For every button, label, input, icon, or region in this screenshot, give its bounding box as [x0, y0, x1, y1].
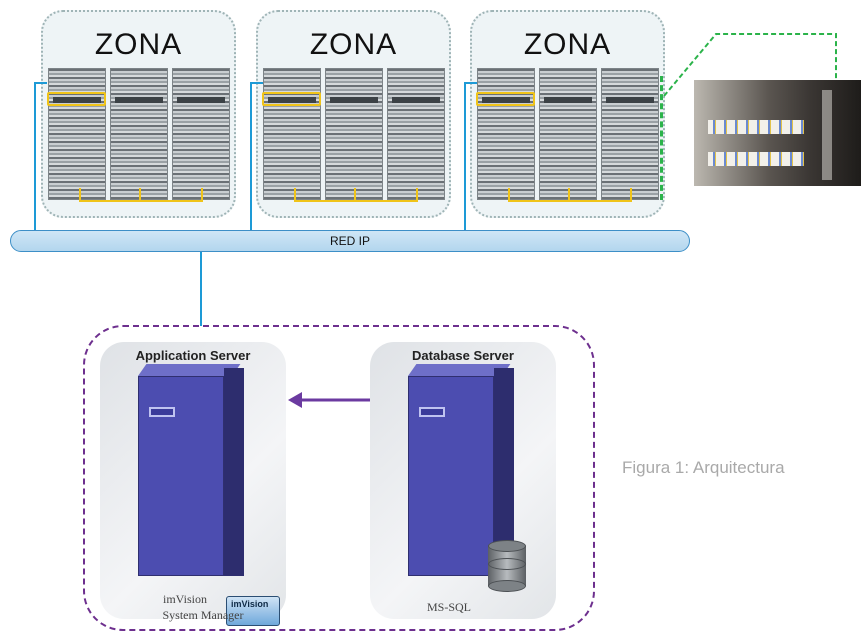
server-rack	[477, 68, 535, 200]
patch-panel-highlight	[476, 92, 535, 106]
rack-interconnect	[139, 188, 141, 200]
patch-panel-highlight	[47, 92, 106, 106]
figure-caption: Figura 1: Arquitectura	[622, 458, 785, 477]
rack-interconnect	[294, 188, 418, 202]
database-server-title: Database Server	[412, 348, 514, 363]
app-product-line1: imVision	[163, 592, 207, 606]
rack-highlight-green	[660, 76, 666, 200]
zone-1-uplink-h	[34, 82, 47, 84]
database-icon-bottom	[488, 580, 526, 592]
server-rack	[601, 68, 659, 200]
server-rack	[110, 68, 168, 200]
management-server-group	[83, 325, 595, 631]
server-rack	[387, 68, 445, 200]
db-tower-side	[494, 368, 514, 576]
ip-network-bus: RED IP	[10, 230, 690, 252]
server-uplink	[200, 252, 202, 326]
rack-interconnect	[568, 188, 570, 200]
zone-title: ZONA	[94, 28, 183, 61]
zone-2-uplink-h	[250, 82, 263, 84]
rack-interconnect	[354, 188, 356, 200]
zone-title: ZONA	[309, 28, 398, 61]
zone-1: ZONA	[41, 10, 236, 218]
app-tower-side	[224, 368, 244, 576]
app-product-line2: System Manager	[162, 608, 244, 622]
patch-panel-row	[708, 120, 804, 134]
imvision-logo: imVision	[226, 596, 280, 626]
zone-1-uplink	[34, 82, 36, 232]
photo-cable-strip	[822, 90, 832, 180]
server-rack	[48, 68, 106, 200]
drive-slot-icon	[149, 407, 175, 417]
imvision-logo-text: imVision	[231, 599, 269, 609]
app-tower-icon	[138, 376, 224, 576]
server-rack	[325, 68, 383, 200]
patch-panel-highlight	[262, 92, 321, 106]
network-label: RED IP	[329, 234, 370, 248]
zone-3: ZONA	[470, 10, 665, 218]
patch-panel-row	[708, 152, 804, 166]
rack-interconnect	[508, 188, 632, 202]
db-tower-icon	[408, 376, 494, 576]
server-rack	[263, 68, 321, 200]
zone-2: ZONA	[256, 10, 451, 218]
drive-slot-icon	[419, 407, 445, 417]
zone-2-uplink	[250, 82, 252, 232]
server-rack	[172, 68, 230, 200]
zone-3-uplink-h	[464, 82, 477, 84]
database-icon-mid	[488, 558, 526, 570]
zone-3-uplink	[464, 82, 466, 232]
patch-panel-photo	[694, 80, 861, 186]
database-icon-top	[488, 540, 526, 552]
rack-interconnect	[79, 188, 203, 202]
db-label: MS-SQL	[426, 600, 471, 614]
server-rack	[539, 68, 597, 200]
photo-callout	[663, 33, 837, 97]
application-server-title: Application Server	[135, 348, 251, 363]
zone-title: ZONA	[523, 28, 612, 61]
